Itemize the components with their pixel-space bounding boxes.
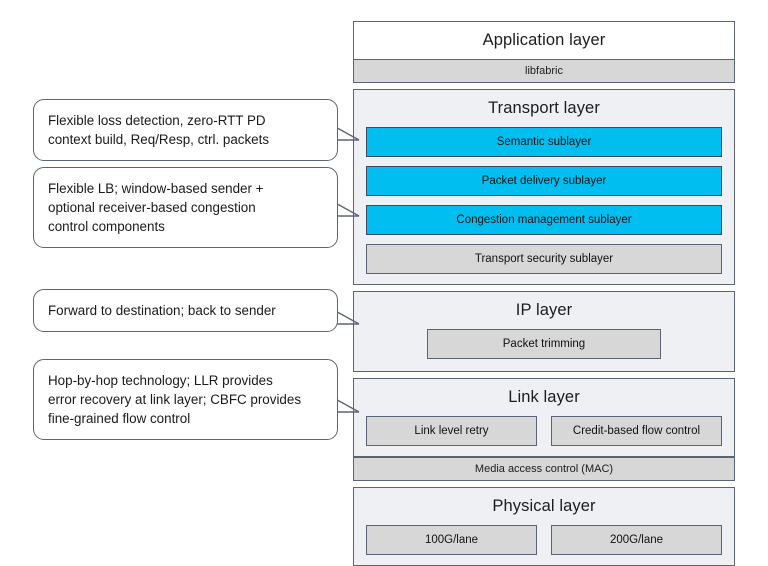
callout-link-text: Hop-by-hop technology; LLR provides erro… (48, 373, 302, 427)
link-boxes: Link level retry Credit-based flow contr… (354, 416, 734, 456)
sublayer-semantic[interactable]: Semantic sublayer (366, 127, 722, 157)
box-100g-lane-label: 100G/lane (424, 534, 479, 546)
sublayer-transport-security-label: Transport security sublayer (474, 253, 614, 265)
callout-ip-text: Forward to destination; back to sender (48, 303, 276, 318)
layer-ip-title: IP layer (515, 301, 573, 319)
libfabric-bar[interactable]: libfabric (353, 59, 735, 83)
callout-semantic-note[interactable]: Flexible loss detection, zero-RTT PD con… (33, 99, 338, 162)
layer-application[interactable]: Application layer (353, 21, 735, 59)
sublayer-packet-delivery[interactable]: Packet delivery sublayer (366, 166, 722, 196)
layer-physical-title: Physical layer (492, 497, 596, 515)
layer-transport[interactable]: Transport layer Semantic sublayer Packet… (353, 89, 735, 285)
callout-congestion-text: Flexible LB; window-based sender + optio… (48, 181, 264, 235)
layer-link-title: Link layer (508, 388, 580, 406)
sublayer-transport-security[interactable]: Transport security sublayer (366, 244, 722, 274)
box-link-level-retry[interactable]: Link level retry (366, 416, 537, 446)
box-200g-lane[interactable]: 200G/lane (551, 525, 722, 555)
box-packet-trimming[interactable]: Packet trimming (426, 329, 662, 359)
callout-semantic-text: Flexible loss detection, zero-RTT PD con… (48, 113, 270, 148)
libfabric-label: libfabric (525, 65, 563, 77)
box-credit-based-flow-control-label: Credit-based flow control (572, 425, 701, 437)
ip-boxes: Packet trimming (354, 329, 734, 371)
box-100g-lane[interactable]: 100G/lane (366, 525, 537, 555)
transport-sublayers: Semantic sublayer Packet delivery sublay… (354, 127, 734, 284)
layer-application-title: Application layer (482, 31, 606, 49)
physical-boxes: 100G/lane 200G/lane (354, 525, 734, 565)
box-200g-lane-label: 200G/lane (609, 534, 664, 546)
layer-ip[interactable]: IP layer Packet trimming (353, 291, 735, 372)
sublayer-semantic-label: Semantic sublayer (496, 136, 592, 148)
layer-stack: Application layer libfabric Transport la… (353, 21, 735, 566)
sublayer-packet-delivery-label: Packet delivery sublayer (481, 175, 607, 187)
box-link-level-retry-label: Link level retry (414, 425, 489, 437)
sublayer-congestion-management[interactable]: Congestion management sublayer (366, 205, 722, 235)
box-credit-based-flow-control[interactable]: Credit-based flow control (551, 416, 722, 446)
layer-link[interactable]: Link layer Link level retry Credit-based… (353, 378, 735, 457)
box-packet-trimming-label: Packet trimming (502, 338, 586, 350)
callout-congestion-note[interactable]: Flexible LB; window-based sender + optio… (33, 167, 338, 249)
sublayer-congestion-management-label: Congestion management sublayer (456, 214, 632, 226)
mac-bar[interactable]: Media access control (MAC) (353, 457, 735, 481)
layer-physical[interactable]: Physical layer 100G/lane 200G/lane (353, 487, 735, 566)
layer-transport-title: Transport layer (488, 99, 600, 117)
callout-link-note[interactable]: Hop-by-hop technology; LLR provides erro… (33, 359, 338, 441)
mac-label: Media access control (MAC) (474, 463, 614, 475)
callout-ip-note[interactable]: Forward to destination; back to sender (33, 289, 338, 333)
